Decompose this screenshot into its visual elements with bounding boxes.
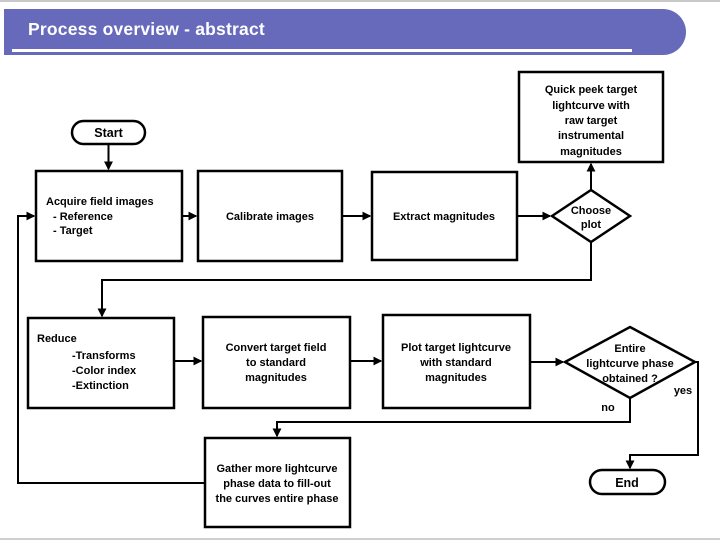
edge-chooseplot-to-reduce [97, 242, 592, 318]
quick-peek-line-3: raw target [565, 115, 618, 127]
end-label: End [615, 476, 639, 490]
plot-line-3: magnitudes [425, 372, 487, 384]
acquire-line-2: - Reference [53, 211, 113, 223]
extract-line-1: Extract magnitudes [393, 211, 495, 223]
entire-line-1: Entire [614, 343, 645, 355]
convert-line-3: magnitudes [245, 372, 307, 384]
process-box-reduce [26, 316, 176, 410]
quick-peek-line-1: Quick peek target [545, 84, 638, 96]
decision-choose-plot [549, 188, 633, 244]
gather-line-2: phase data to fill-out [223, 478, 331, 490]
edge-label-yes: yes [674, 385, 692, 397]
process-box-plot [381, 313, 532, 410]
quick-peek-line-5: magnitudes [560, 146, 622, 158]
process-box-acquire [34, 169, 184, 263]
process-box-calibrate [196, 169, 344, 263]
reduce-line-3: -Color index [72, 365, 137, 377]
start-label: Start [94, 126, 123, 140]
quick-peek-line-4: instrumental [558, 130, 624, 142]
entire-line-2: lightcurve phase [586, 358, 673, 370]
process-box-gather [203, 436, 352, 529]
reduce-line-1: Reduce [37, 333, 77, 345]
slide-bottom-edge [0, 538, 720, 540]
process-box-extract [370, 170, 519, 262]
end-terminator [588, 468, 667, 496]
decision-entire-lightcurve [562, 325, 698, 400]
plot-line-1: Plot target lightcurve [401, 342, 511, 354]
convert-line-1: Convert target field [226, 342, 327, 354]
gather-line-3: the curves entire phase [216, 493, 339, 505]
title-underline [12, 49, 632, 52]
convert-line-2: to standard [246, 357, 306, 369]
choose-plot-line-1: Choose [571, 205, 611, 217]
edge-gather-loop-to-acquire [17, 211, 205, 484]
process-box-convert [201, 315, 352, 410]
reduce-line-4: -Extinction [72, 380, 129, 392]
acquire-line-3: - Target [53, 225, 93, 237]
gather-line-1: Gather more lightcurve [216, 463, 337, 475]
acquire-line-1: Acquire field images [46, 196, 154, 208]
choose-plot-line-2: plot [581, 219, 601, 231]
slide-top-edge [0, 0, 720, 2]
slide-title: Process overview - abstract [28, 19, 265, 39]
quick-peek-line-2: lightcurve with [552, 100, 630, 112]
reduce-line-2: -Transforms [72, 350, 136, 362]
entire-line-3: obtained ? [602, 373, 658, 385]
start-terminator [70, 119, 147, 146]
calibrate-line-1: Calibrate images [226, 211, 314, 223]
edge-label-no: no [601, 402, 615, 414]
title-bar: Process overview - abstract [4, 9, 686, 55]
process-box-quick-peek [517, 70, 665, 164]
plot-line-2: with standard [419, 357, 492, 369]
edge-entire-no-to-gather [272, 398, 631, 438]
